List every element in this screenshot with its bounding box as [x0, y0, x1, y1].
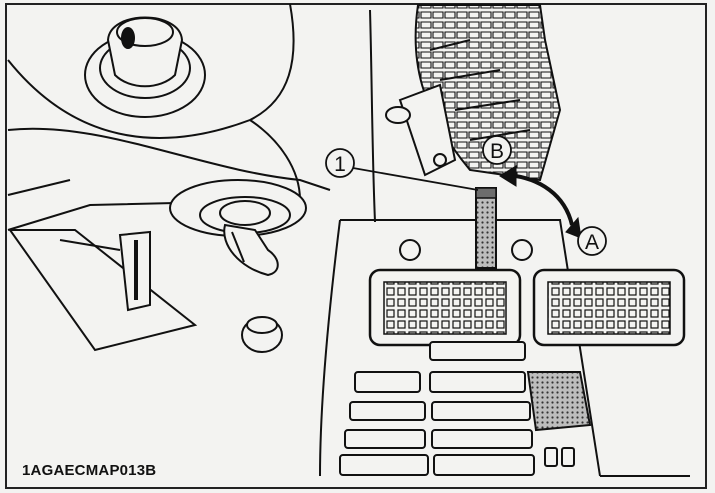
- foot-throttle-pedal: [526, 371, 592, 432]
- motion-arrow: [499, 165, 582, 239]
- figure-code-label: 1AGAECMAP013B: [22, 462, 157, 479]
- callout-1: 1: [325, 148, 355, 178]
- lever-bracket: [385, 83, 533, 261]
- callout-a: A: [577, 226, 607, 256]
- left-brake-pedal: [368, 268, 522, 347]
- svg-text:1: 1: [334, 153, 346, 176]
- svg-text:A: A: [585, 231, 599, 254]
- pedal-lock-lever: [475, 187, 497, 269]
- callout-b: B: [482, 135, 512, 165]
- figure-frame: [5, 3, 707, 489]
- hand-lever: [8, 229, 198, 352]
- svg-text:B: B: [490, 140, 504, 163]
- pedal-lock-lever-cap: [475, 187, 497, 199]
- floor-mat-ribs: [339, 341, 575, 476]
- floor-plate: [319, 9, 690, 477]
- key-switch: [169, 179, 307, 277]
- callout-1-leader: [352, 167, 479, 191]
- shift-lever-knob: [84, 16, 206, 118]
- throttle-knob: [241, 316, 283, 353]
- right-brake-pedal: [532, 268, 686, 347]
